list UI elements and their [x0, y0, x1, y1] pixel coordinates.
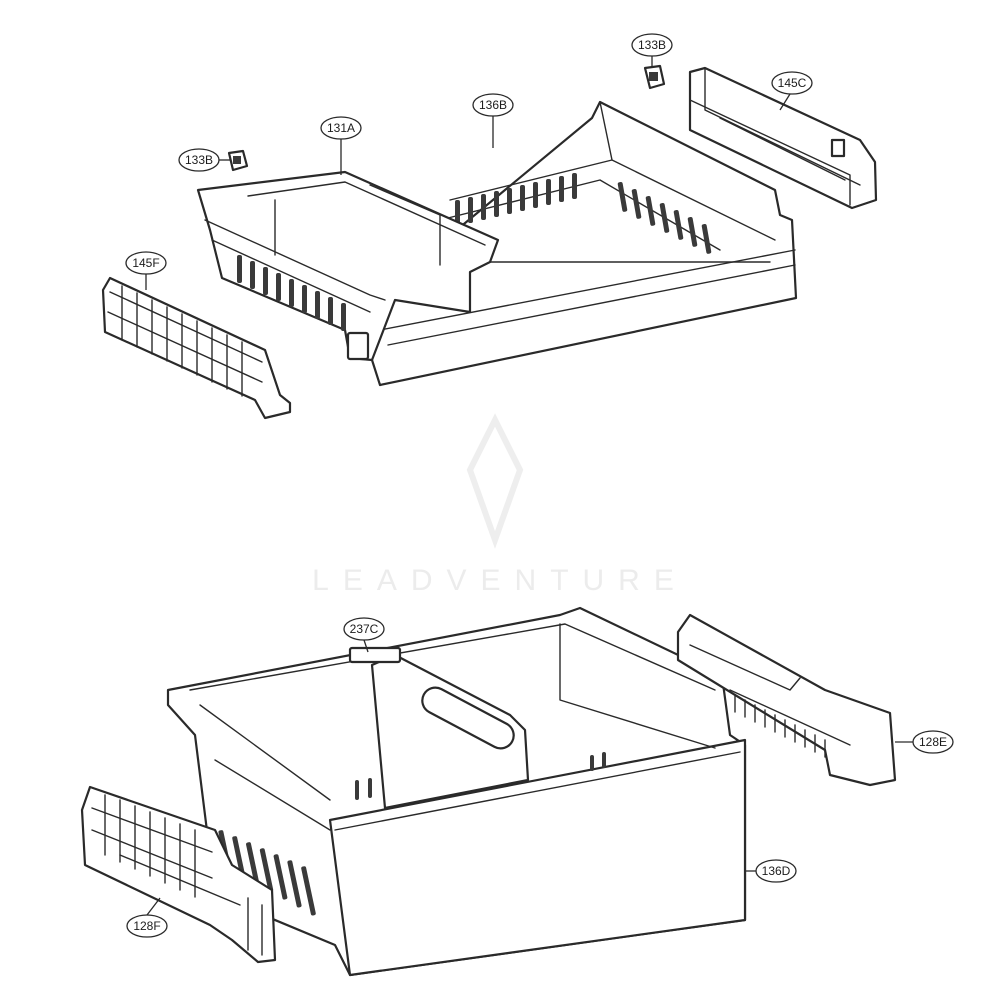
- part-133b-clip-right: [643, 64, 666, 90]
- watermark-logo-icon: [466, 413, 524, 549]
- svg-text:145F: 145F: [132, 256, 159, 270]
- callout-131a: 131A: [320, 116, 362, 175]
- svg-text:128E: 128E: [919, 735, 947, 749]
- rail-stop-tab: [830, 138, 846, 158]
- rail-grid-ribs: [121, 285, 243, 397]
- watermark-text: LEADVENTURE: [312, 564, 688, 597]
- bin-vent-slots: [237, 255, 346, 331]
- svg-text:145C: 145C: [778, 76, 807, 90]
- part-128f-lower-left-rail: [80, 785, 277, 964]
- callout-133b-right: 133B: [631, 33, 673, 67]
- part-145f-upper-left-rail: [101, 276, 292, 420]
- part-128e-lower-right-rail: [676, 613, 897, 787]
- callout-237c: 237C: [343, 617, 385, 653]
- bin-clip-tab: [346, 331, 370, 361]
- part-133b-clip-left: [227, 149, 249, 172]
- callout-136d: 136D: [745, 859, 797, 883]
- rail-teeth: [734, 694, 826, 758]
- callout-136b: 136B: [472, 93, 514, 148]
- drawer-vent-slots: [455, 173, 712, 254]
- lower-rail-grid-ribs: [104, 794, 263, 956]
- svg-text:128F: 128F: [133, 919, 160, 933]
- part-145c-upper-right-rail: [688, 66, 878, 210]
- svg-text:133B: 133B: [185, 153, 213, 167]
- divider-top-cap: [348, 646, 402, 664]
- watermark: LEADVENTURE: [312, 413, 688, 597]
- part-237c-divider: [348, 646, 530, 810]
- callout-145f: 145F: [125, 251, 167, 290]
- svg-text:237C: 237C: [350, 622, 379, 636]
- part-131a-inner-bin: [196, 170, 500, 362]
- part-136b-upper-drawer: [370, 100, 798, 387]
- svg-text:136B: 136B: [479, 98, 507, 112]
- svg-text:131A: 131A: [327, 121, 355, 135]
- callout-133b-left: 133B: [178, 148, 230, 172]
- callout-128f: 128F: [126, 897, 168, 938]
- svg-text:133B: 133B: [638, 38, 666, 52]
- svg-text:136D: 136D: [762, 864, 791, 878]
- callout-128e: 128E: [895, 730, 954, 754]
- callout-145c: 145C: [771, 71, 813, 111]
- divider-handle-cutout: [421, 686, 515, 750]
